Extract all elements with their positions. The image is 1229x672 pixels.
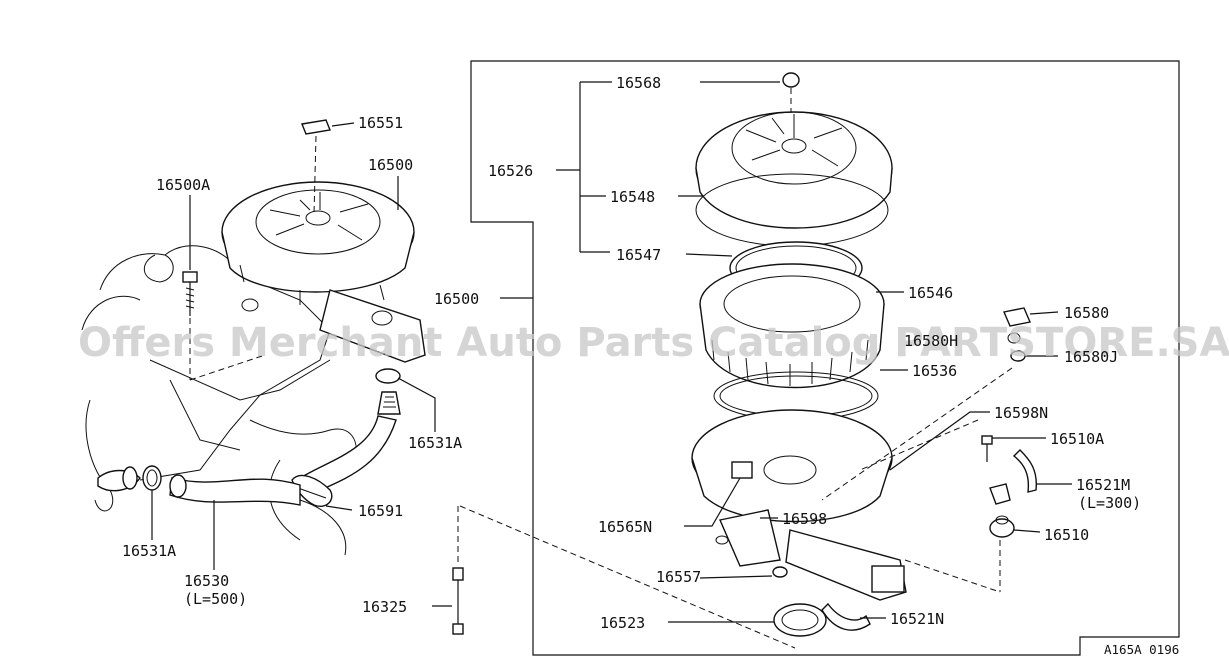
- label-16531A-left[interactable]: 16531A: [122, 542, 176, 560]
- label-16510A[interactable]: 16510A: [1050, 430, 1104, 448]
- label-16523[interactable]: 16523: [600, 614, 645, 632]
- part-labels: 16551 16500 16500A 16531A 16591 16531A 1…: [122, 74, 1179, 657]
- label-16598N[interactable]: 16598N: [994, 404, 1048, 422]
- label-16526[interactable]: 16526: [488, 162, 533, 180]
- diagram-code: A165A 0196: [1104, 642, 1179, 657]
- label-16521M[interactable]: 16521M: [1076, 476, 1130, 494]
- label-16548[interactable]: 16548: [610, 188, 655, 206]
- detail-frame: [470, 60, 1180, 656]
- watermark: Offers Merchant Auto Parts Catalog PARTS…: [78, 320, 1229, 366]
- label-16591[interactable]: 16591: [358, 502, 403, 520]
- label-16521N[interactable]: 16521N: [890, 610, 944, 628]
- label-16530[interactable]: 16530: [184, 572, 229, 590]
- label-16531A-right[interactable]: 16531A: [408, 434, 462, 452]
- label-16500A[interactable]: 16500A: [156, 176, 210, 194]
- label-16547[interactable]: 16547: [616, 246, 661, 264]
- label-16565N[interactable]: 16565N: [598, 518, 652, 536]
- label-16568[interactable]: 16568: [616, 74, 661, 92]
- label-16530-length: (L=500): [184, 590, 247, 608]
- label-16521M-length: (L=300): [1078, 494, 1141, 512]
- label-16500-box[interactable]: 16500: [434, 290, 479, 308]
- label-16500-left[interactable]: 16500: [368, 156, 413, 174]
- right-assembly-illustration: [691, 72, 1037, 637]
- label-16546[interactable]: 16546: [908, 284, 953, 302]
- label-16325[interactable]: 16325: [362, 598, 407, 616]
- label-16551[interactable]: 16551: [358, 114, 403, 132]
- label-16536[interactable]: 16536: [912, 362, 957, 380]
- label-16510[interactable]: 16510: [1044, 526, 1089, 544]
- label-16580[interactable]: 16580: [1064, 304, 1109, 322]
- leader-lines: [151, 81, 1072, 623]
- left-assembly-illustration: [81, 119, 796, 649]
- label-16557[interactable]: 16557: [656, 568, 701, 586]
- label-16580H[interactable]: 16580H: [904, 332, 958, 350]
- label-16598[interactable]: 16598: [782, 510, 827, 528]
- label-16580J[interactable]: 16580J: [1064, 348, 1118, 366]
